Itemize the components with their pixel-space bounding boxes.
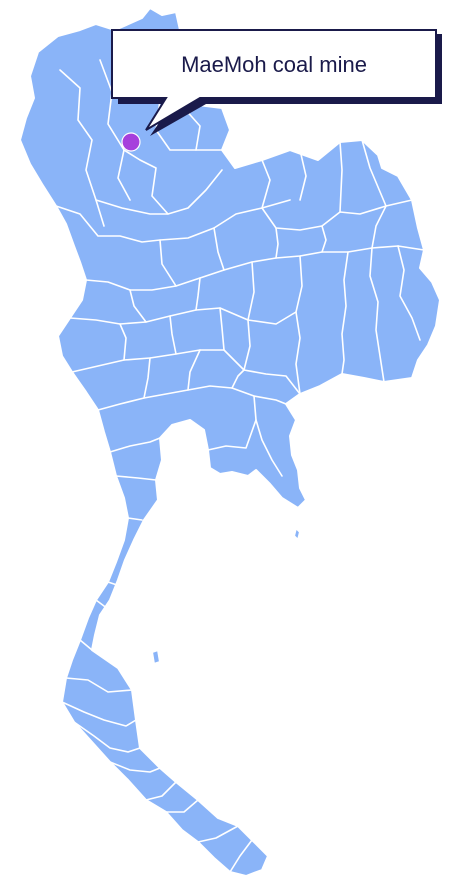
callout-label: MaeMoh coal mine — [181, 52, 367, 77]
province-borders — [55, 39, 425, 873]
location-dot-icon[interactable] — [121, 132, 141, 152]
island — [293, 527, 301, 541]
island — [151, 649, 161, 665]
callout-box — [111, 29, 437, 131]
thailand-landmass — [19, 7, 441, 877]
callout: MaeMoh coal mine — [111, 29, 442, 136]
